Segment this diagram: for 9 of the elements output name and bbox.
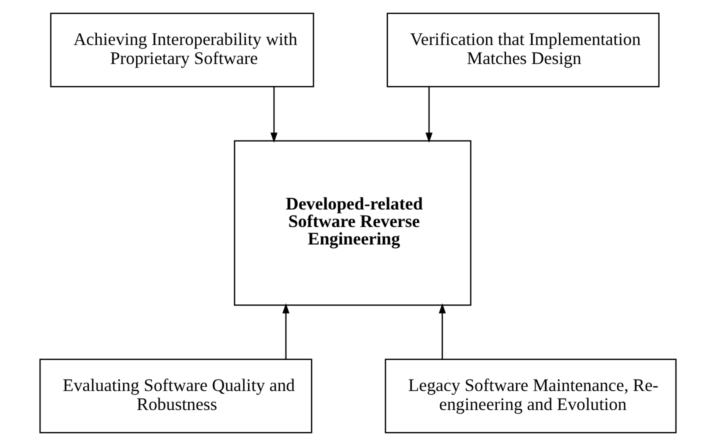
node-box: Achieving Interoperability with Proprietary Software (50, 12, 314, 88)
node-box: Legacy Software Maintenance, Re-engineering and Evolution (384, 358, 676, 434)
node-box: Evaluating Software Quality and Robustness (38, 358, 312, 434)
arrow (270, 86, 278, 143)
arrow (438, 303, 446, 360)
node-box: Verification that Implementation Matches Design (386, 12, 660, 88)
node-box: Developed-related Software Reverse Engineering (233, 140, 471, 306)
arrow (282, 303, 289, 360)
arrow (425, 86, 432, 143)
